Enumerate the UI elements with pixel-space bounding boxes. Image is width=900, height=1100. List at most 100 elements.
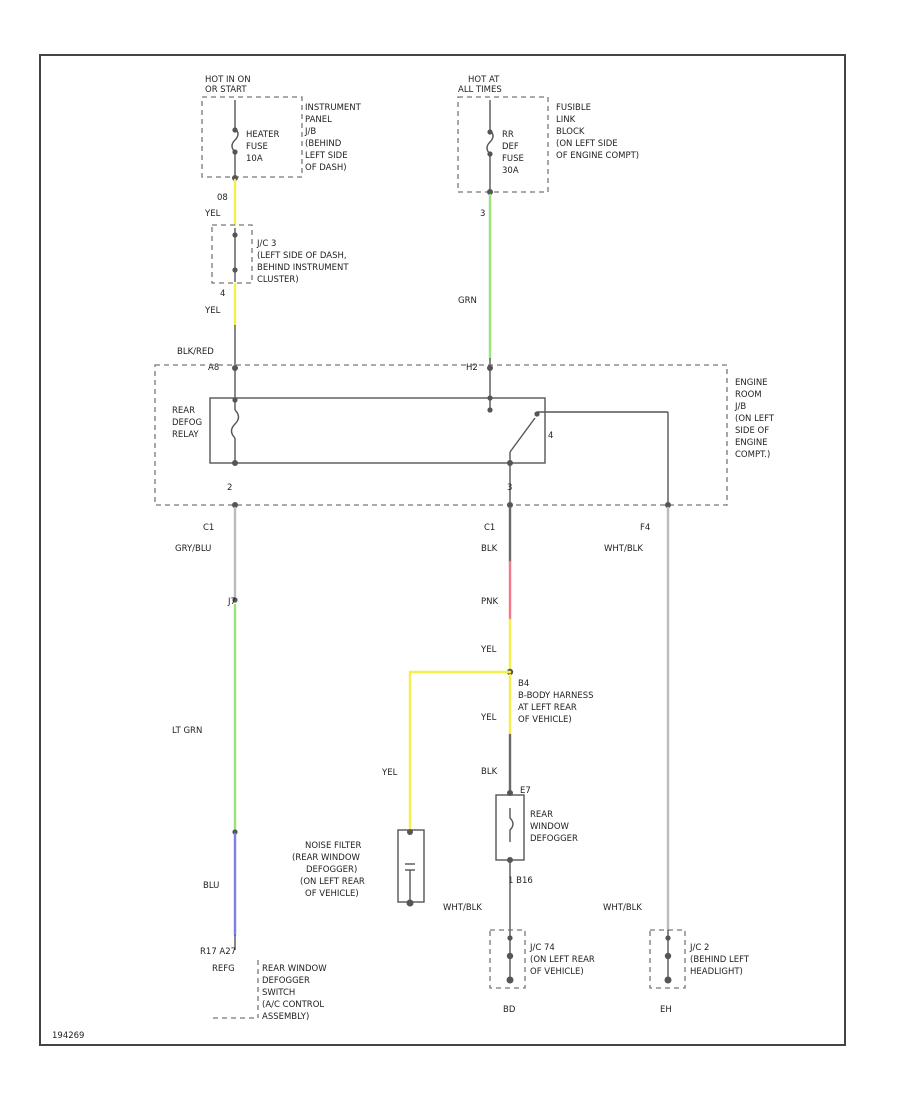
jc74-box: [489, 929, 526, 989]
relay-label: REAR DEFOG RELAY: [172, 406, 202, 440]
fusible-link-description: FUSIBLE LINK BLOCK (ON LEFT SIDE OF ENGI…: [556, 103, 639, 161]
jc2-terminal-top: [665, 935, 671, 941]
svg-text:OF VEHICLE): OF VEHICLE): [518, 715, 572, 725]
wire-blk-label-1: BLK: [481, 544, 498, 554]
wire-yel-label-2: YEL: [204, 306, 221, 316]
terminal-c1-mid: [507, 502, 513, 508]
wire-yel-label-3: YEL: [480, 645, 497, 655]
svg-text:J/B: J/B: [304, 127, 316, 137]
defogger-description: REAR WINDOW DEFOGGER: [530, 810, 578, 844]
defogger-terminal-bottom: [507, 857, 513, 863]
noise-filter-terminal-top: [407, 829, 413, 835]
wire-yel-label-4: YEL: [480, 713, 497, 723]
svg-text:HEADLIGHT): HEADLIGHT): [690, 967, 743, 977]
terminal-lt-grn-blu: [232, 829, 238, 835]
svg-text:OF ENGINE COMPT): OF ENGINE COMPT): [556, 151, 639, 161]
svg-text:COMPT.): COMPT.): [735, 450, 770, 460]
svg-text:OF VEHICLE): OF VEHICLE): [530, 967, 584, 977]
pin-3-mid-label: 3: [507, 483, 512, 493]
svg-text:(ON LEFT REAR: (ON LEFT REAR: [300, 877, 365, 887]
switch-description: REAR WINDOW DEFOGGER SWITCH (A/C CONTROL…: [262, 964, 327, 1022]
svg-text:OF DASH): OF DASH): [305, 163, 347, 173]
body-harness-description: B-BODY HARNESS AT LEFT REAR OF VEHICLE): [518, 691, 594, 725]
svg-text:DEFOGGER): DEFOGGER): [306, 865, 357, 875]
svg-text:DEFOGGER: DEFOGGER: [262, 976, 310, 986]
jc3-connector: [232, 228, 238, 282]
svg-text:HEATER: HEATER: [246, 130, 279, 140]
wire-grn-label: GRN: [458, 296, 477, 306]
fusible-link-box: [457, 96, 549, 193]
jc3-box: [211, 224, 253, 284]
heater-fuse: HEATER FUSE 10A: [231, 100, 279, 176]
wire-wht-blk-label-1: WHT/BLK: [604, 544, 643, 554]
wire-wht-blk-label-2: WHT/BLK: [443, 903, 482, 913]
svg-text:J/C 74: J/C 74: [529, 943, 555, 953]
engine-room-jb-description: ENGINE ROOM J/B (ON LEFT SIDE OF ENGINE …: [734, 378, 775, 460]
svg-text:30A: 30A: [502, 166, 519, 176]
terminal-3-top: [487, 189, 493, 195]
svg-text:(LEFT SIDE OF DASH,: (LEFT SIDE OF DASH,: [257, 251, 347, 261]
jc74-terminal-bottom: [506, 976, 514, 984]
svg-text:ENGINE: ENGINE: [735, 438, 768, 448]
jc2-description: J/C 2 (BEHIND LEFT HEADLIGHT): [689, 943, 750, 977]
f4-label: F4: [640, 523, 650, 533]
svg-text:(REAR WINDOW: (REAR WINDOW: [292, 853, 361, 863]
pin-3-top-label: 3: [480, 209, 485, 219]
figure-id: 194269: [52, 1031, 84, 1041]
svg-text:REAR WINDOW: REAR WINDOW: [262, 964, 327, 974]
pin-1-b16-label: 1 B16: [508, 876, 533, 886]
hot-ig-label: HOT IN ON: [205, 75, 251, 85]
svg-text:(ON LEFT REAR: (ON LEFT REAR: [530, 955, 595, 965]
wire-blu-label: BLU: [203, 881, 219, 891]
svg-text:CLUSTER): CLUSTER): [257, 275, 299, 285]
svg-text:10A: 10A: [246, 154, 263, 164]
pin-2-label: 2: [227, 483, 232, 493]
wire-yel-label-1: YEL: [204, 209, 221, 219]
jc74-terminal-top: [507, 935, 513, 941]
pin-h2-label: H2: [466, 363, 478, 373]
noise-filter-description: NOISE FILTER (REAR WINDOW DEFOGGER) (ON …: [292, 841, 365, 899]
terminal-c1-left: [232, 502, 238, 508]
relay-contact: [487, 365, 669, 503]
pin-a8-label: A8: [208, 363, 219, 373]
ipjb-box: [201, 96, 303, 178]
svg-text:DEF: DEF: [502, 142, 519, 152]
noise-filter-ground: [406, 899, 414, 907]
svg-text:RR: RR: [502, 130, 514, 140]
b4-label: B4: [518, 679, 529, 689]
svg-text:REAR: REAR: [172, 406, 195, 416]
svg-text:B-BODY HARNESS: B-BODY HARNESS: [518, 691, 594, 701]
noise-filter: [397, 829, 425, 903]
jc2-terminal-mid: [664, 952, 672, 960]
svg-text:J/C 3: J/C 3: [256, 239, 276, 249]
svg-text:FUSE: FUSE: [502, 154, 524, 164]
svg-text:J/B: J/B: [734, 402, 746, 412]
jc74-terminal-mid: [506, 952, 514, 960]
hot-at-sub-label: ALL TIMES: [458, 85, 502, 95]
switch-ref-prefix: REFG: [212, 964, 235, 974]
svg-text:ROOM: ROOM: [735, 390, 762, 400]
svg-text:REAR: REAR: [530, 810, 553, 820]
svg-text:WINDOW: WINDOW: [530, 822, 570, 832]
terminal-f4: [665, 502, 671, 508]
defogger-element: [509, 808, 514, 842]
terminal-j7: [232, 597, 238, 603]
switch-ref-label: R17 A27: [200, 947, 236, 957]
ipjb-description: INSTRUMENT PANEL J/B (BEHIND LEFT SIDE O…: [304, 103, 362, 173]
svg-text:BLOCK: BLOCK: [556, 127, 585, 137]
svg-text:AT LEFT REAR: AT LEFT REAR: [518, 703, 577, 713]
ground-bd-label: BD: [503, 1005, 516, 1015]
jc74-description: J/C 74 (ON LEFT REAR OF VEHICLE): [529, 943, 595, 977]
c1-left-label: C1: [203, 523, 214, 533]
svg-text:FUSE: FUSE: [246, 142, 268, 152]
rear-window-defogger: [495, 794, 525, 861]
svg-text:(BEHIND LEFT: (BEHIND LEFT: [690, 955, 750, 965]
jc2-terminal-bottom: [664, 976, 672, 984]
wire-wht-blk-label-3: WHT/BLK: [603, 903, 642, 913]
wire-lt-grn-label: LT GRN: [172, 726, 202, 736]
wire-blk-red-label: BLK/RED: [177, 347, 214, 357]
svg-text:(ON LEFT: (ON LEFT: [735, 414, 775, 424]
svg-text:NOISE FILTER: NOISE FILTER: [305, 841, 362, 851]
jc2-box: [649, 929, 686, 989]
